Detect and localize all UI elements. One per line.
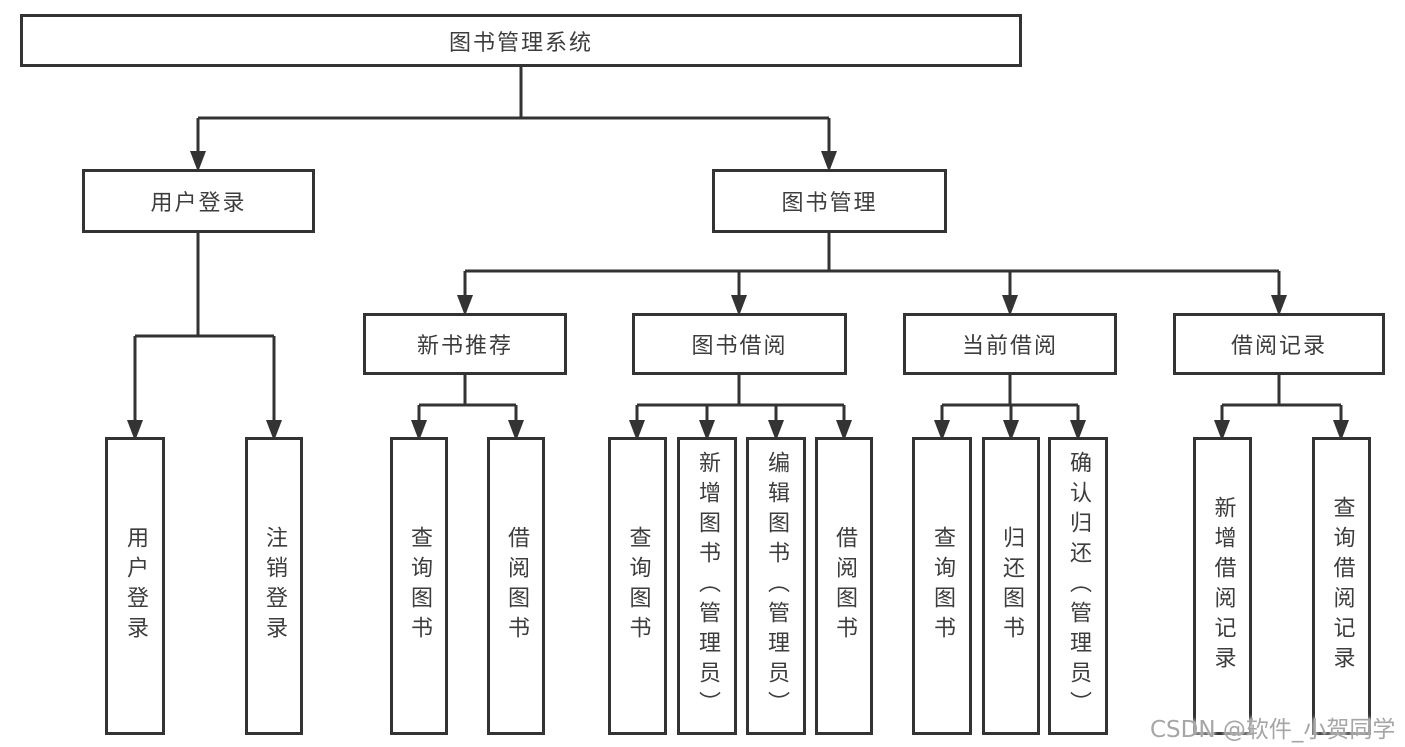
node-system-root: 图书管理系统 (20, 14, 1022, 67)
node-label: 查询图书 (930, 526, 955, 646)
node-label: 新增借阅记录 (1210, 496, 1236, 676)
node-label: 新增图书（管理员） (695, 451, 720, 721)
node-label: 查询图书 (625, 526, 651, 646)
connector-current-borrow (940, 375, 1080, 421)
node-label: 借阅记录 (1230, 334, 1327, 359)
leaf-return-book: 归还图书 (982, 437, 1040, 735)
node-label: 归还图书 (999, 526, 1024, 646)
leaf-user-login: 用户登录 (105, 437, 165, 735)
leaf-borrow-book-recommend: 借阅图书 (487, 437, 545, 735)
leaf-edit-book-admin: 编辑图书（管理员） (746, 437, 806, 735)
connector-root (196, 67, 831, 154)
connector-user-login (133, 232, 276, 421)
leaf-query-book-recommend: 查询图书 (390, 437, 448, 735)
node-label: 确认归还（管理员） (1066, 451, 1091, 721)
node-label: 图书管理 (781, 191, 878, 216)
node-label: 图书借阅 (691, 334, 788, 359)
connector-book-mgmt (463, 232, 1281, 296)
node-label: 图书管理系统 (448, 30, 593, 56)
leaf-query-borrow-record: 查询借阅记录 (1312, 437, 1371, 735)
node-label: 当前借阅 (961, 334, 1058, 359)
node-label: 查询借阅记录 (1329, 496, 1355, 676)
leaf-add-borrow-record: 新增借阅记录 (1193, 437, 1252, 735)
node-new-book-recommend: 新书推荐 (363, 313, 567, 375)
leaf-borrow-book: 借阅图书 (815, 437, 873, 735)
node-label: 借阅图书 (504, 526, 529, 646)
node-label: 用户登录 (150, 191, 247, 216)
leaf-confirm-return-admin: 确认归还（管理员） (1048, 437, 1108, 735)
node-current-borrow: 当前借阅 (903, 313, 1117, 375)
node-label: 查询图书 (407, 526, 432, 646)
csdn-watermark: CSDN @软件_小贺同学 (1150, 717, 1396, 743)
node-borrow-records: 借阅记录 (1173, 313, 1385, 375)
connector-new-book (417, 375, 518, 421)
leaf-add-book-admin: 新增图书（管理员） (677, 437, 737, 735)
leaf-logout: 注销登录 (245, 437, 303, 735)
node-user-login: 用户登录 (82, 169, 315, 233)
node-book-borrow: 图书借阅 (632, 313, 847, 375)
node-label: 注销登录 (262, 526, 287, 646)
leaf-query-book-borrow: 查询图书 (608, 437, 667, 735)
node-label: 编辑图书（管理员） (764, 451, 789, 721)
leaf-query-book-current: 查询图书 (912, 437, 972, 735)
node-label: 用户登录 (123, 526, 148, 646)
connector-borrow-records (1220, 375, 1343, 421)
connector-book-borrow (635, 375, 846, 421)
node-label: 借阅图书 (832, 526, 857, 646)
node-book-management: 图书管理 (712, 169, 947, 233)
node-label: 新书推荐 (416, 334, 513, 359)
